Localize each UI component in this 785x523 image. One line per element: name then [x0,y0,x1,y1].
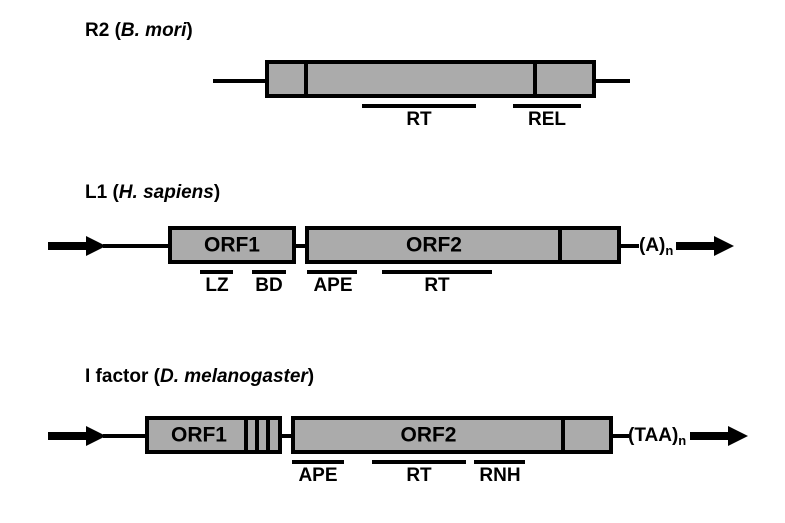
l1-orf1-box: ORF1 [168,226,296,264]
ifactor-orf2-label: ORF2 [400,423,457,447]
ifactor-znf-divider-1 [244,420,248,450]
ifactor-domain-label-rnh: RNH [479,465,521,486]
r2-left-flank-line [213,79,269,83]
r2-right-flank-line [592,79,630,83]
l1-5utr-line [103,244,171,248]
ifactor-3tail-line [611,434,629,438]
row-title-ifactor: I factor (D. melanogaster) [85,366,314,388]
ifactor-domain-bar-rt [372,460,466,464]
ifactor-orf1-box: ORF1 [145,416,282,454]
l1-orf2-box: ORF2 [305,226,621,264]
l1-orf1-label: ORF1 [203,233,260,257]
l1-orf2-label: ORF2 [405,233,462,257]
row-title-r2: R2 (B. mori) [85,20,193,42]
r2-divider-2 [533,64,537,94]
row-title-l1: L1 (H. sapiens) [85,182,220,204]
l1-right-arrow-icon [676,235,734,257]
l1-left-promoter-arrow-icon [48,235,106,257]
l1-domain-bar-lz [200,270,233,274]
ifactor-orf1-label: ORF1 [170,423,227,447]
r2-domain-label-rel: REL [528,109,566,130]
r2-element-box [265,60,596,98]
l1-domain-bar-bd [252,270,286,274]
r2-domain-bar-rel [513,104,581,108]
l1-interorf-line [294,244,308,248]
row-title-r2-species: (B. mori) [114,20,193,41]
ifactor-domain-label-rt: RT [406,465,432,486]
ifactor-interorf-line [280,434,294,438]
ifactor-orf2-3utr-divider [561,420,565,450]
r2-domain-bar-rt [362,104,476,108]
row-title-l1-name: L1 [85,182,108,203]
l1-domain-bar-ape [307,270,357,274]
ifactor-znf-divider-2 [255,420,259,450]
l1-domain-label-lz: LZ [205,275,229,296]
row-title-ifactor-name: I factor [85,366,149,387]
l1-domain-label-rt: RT [424,275,450,296]
ifactor-domain-label-ape: APE [298,465,338,486]
l1-polya-label: (A)n [639,235,674,259]
ifactor-5utr-line [103,434,147,438]
r2-divider-1 [304,64,308,94]
l1-domain-label-ape: APE [313,275,353,296]
l1-domain-bar-rt [382,270,492,274]
ifactor-domain-bar-rnh [474,460,525,464]
row-title-ifactor-species: (D. melanogaster) [153,366,315,387]
l1-domain-label-bd: BD [255,275,283,296]
ifactor-taa-label: (TAA)n [628,425,687,449]
l1-3tail-line [619,244,639,248]
row-title-l1-species: (H. sapiens) [112,182,221,203]
l1-orf2-3utr-divider [558,230,562,260]
row-title-r2-name: R2 [85,20,110,41]
ifactor-right-arrow-icon [690,425,748,447]
r2-domain-label-rt: RT [406,109,432,130]
ifactor-orf2-box: ORF2 [291,416,613,454]
ifactor-znf-divider-3 [266,420,270,450]
ifactor-left-promoter-arrow-icon [48,425,106,447]
ifactor-domain-bar-ape [292,460,344,464]
